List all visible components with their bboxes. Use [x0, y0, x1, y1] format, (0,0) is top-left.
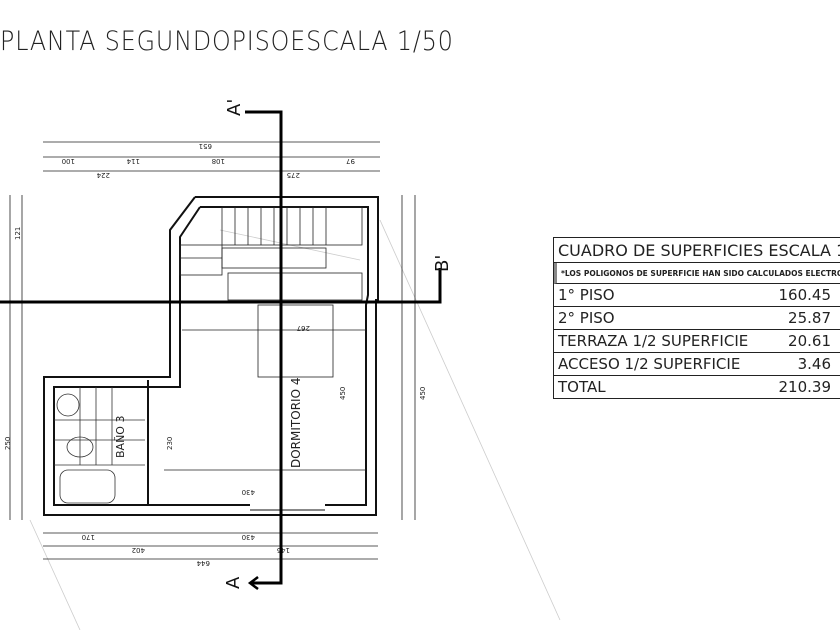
drawing-title: PLANTA SEGUNDOPISOESCALA 1/50: [0, 26, 454, 57]
svg-text:275: 275: [287, 171, 300, 179]
svg-text:108: 108: [212, 157, 225, 165]
room-label-bathroom: BAÑO 3: [114, 416, 127, 458]
walls: [43, 196, 379, 516]
section-mark-a-top: A': [224, 99, 245, 116]
bathroom-fixtures: [54, 387, 145, 504]
svg-text:230: 230: [166, 437, 174, 450]
room-label-bedroom: DORMITORIO 4: [289, 378, 303, 468]
dimension-labels: 651 100 114 108 97 224 275 170 430 402 1…: [4, 142, 427, 567]
svg-text:267: 267: [297, 324, 310, 332]
svg-text:402: 402: [132, 546, 145, 554]
svg-text:651: 651: [199, 142, 212, 150]
section-mark-a-bottom: A: [223, 576, 244, 589]
svg-text:97: 97: [346, 157, 355, 165]
svg-text:114: 114: [126, 157, 140, 165]
svg-text:100: 100: [62, 157, 75, 165]
bathtub-icon: [59, 469, 116, 504]
svg-text:450: 450: [419, 387, 427, 400]
svg-text:145: 145: [277, 546, 290, 554]
dimension-lines: [9, 141, 416, 560]
svg-text:644: 644: [196, 559, 210, 567]
svg-text:430: 430: [242, 533, 255, 541]
staircase: [164, 206, 366, 471]
sink-icon: [56, 393, 80, 417]
svg-text:170: 170: [82, 533, 95, 541]
svg-text:430: 430: [242, 488, 255, 496]
svg-text:224: 224: [96, 171, 110, 179]
surface-table: CUADRO DE SUPERFICIES ESCALA 1/1 *LOS PO…: [553, 237, 840, 399]
svg-text:450: 450: [339, 387, 347, 400]
svg-text:250: 250: [4, 437, 12, 450]
table-title: CUADRO DE SUPERFICIES ESCALA 1/1: [554, 238, 840, 263]
section-lines: [0, 110, 442, 590]
svg-text:121: 121: [14, 227, 22, 240]
section-mark-b: B': [432, 255, 453, 272]
table-note: *LOS POLIGONOS DE SUPERFICIE HAN SIDO CA…: [554, 263, 840, 284]
